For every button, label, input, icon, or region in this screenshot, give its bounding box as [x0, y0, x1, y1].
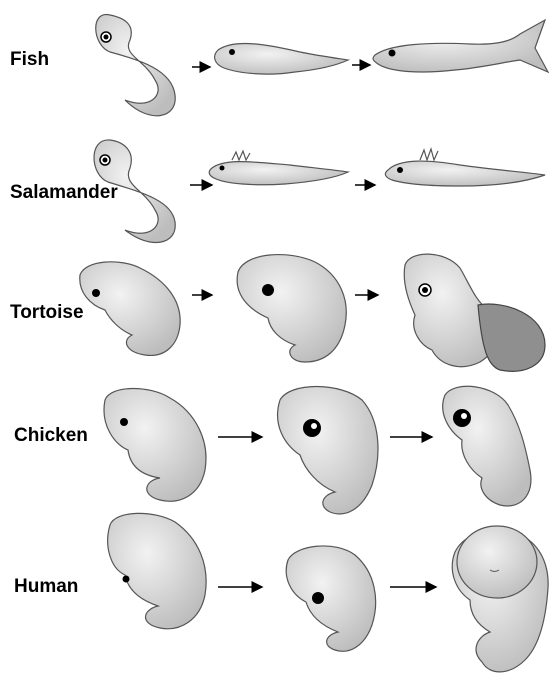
human-embryo-stage-2	[286, 546, 375, 651]
eye-icon	[312, 592, 324, 604]
eye-icon	[92, 289, 100, 297]
chicken-row	[104, 386, 531, 514]
fish-row	[96, 15, 548, 116]
chicken-embryo-stage-1	[104, 388, 206, 501]
tortoise-embryo-stage-2	[237, 255, 346, 362]
salamander-embryo-stage-3	[385, 161, 545, 186]
tortoise-embryo-stage-1	[80, 262, 180, 356]
salamander-row	[94, 140, 545, 243]
fish-embryo-stage-2	[215, 44, 348, 75]
eye-icon	[123, 576, 130, 583]
shell-icon	[478, 304, 545, 371]
tortoise-row	[80, 254, 545, 371]
head-icon	[457, 526, 537, 598]
eye-icon	[262, 284, 274, 296]
gills-icon	[232, 151, 250, 160]
fish-embryo-stage-3	[373, 20, 548, 72]
chicken-embryo-stage-3	[443, 386, 531, 506]
human-row	[108, 513, 548, 672]
eye-icon	[220, 166, 225, 171]
human-embryo-stage-1	[108, 513, 206, 628]
gills-icon	[420, 149, 438, 160]
eye-icon	[397, 167, 403, 173]
eye-icon	[229, 49, 235, 55]
eye-icon	[389, 50, 396, 57]
chicken-embryo-stage-2	[278, 387, 378, 514]
salamander-embryo-stage-2	[209, 162, 348, 185]
fish-embryo-stage-1	[96, 15, 175, 116]
eye-icon	[120, 418, 128, 426]
